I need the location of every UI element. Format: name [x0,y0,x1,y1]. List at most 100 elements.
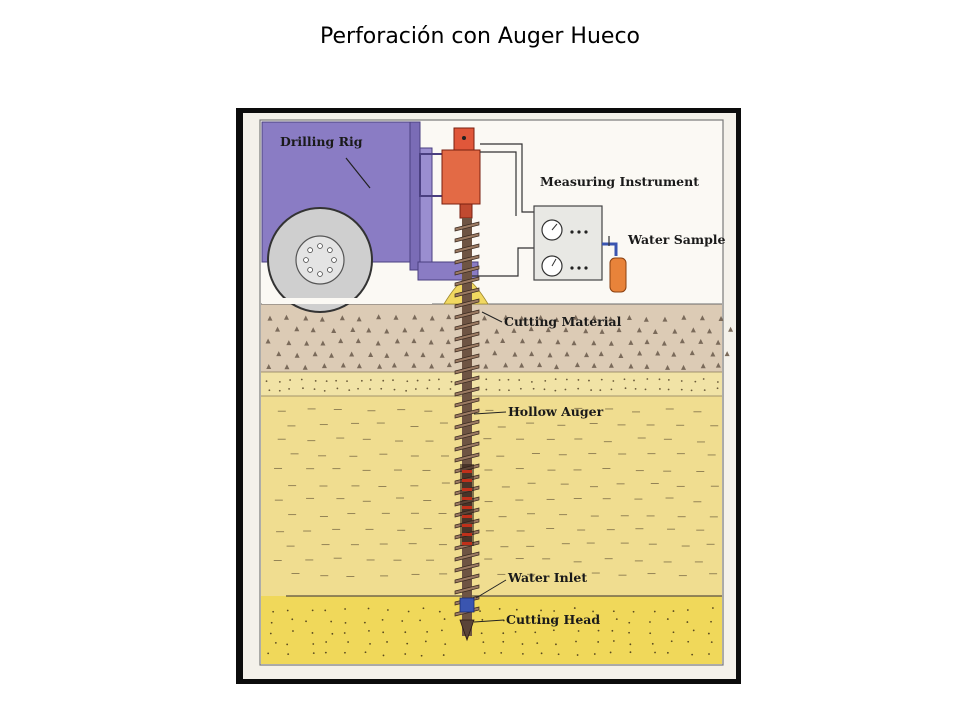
gravel-mark [439,326,445,332]
gravel-mark [573,314,579,320]
sand-dot [289,379,292,381]
gravel-mark [681,314,687,320]
sand-dot [335,379,338,382]
sand-dot [483,652,486,654]
gravel-mark [608,340,614,346]
drive-coupling [459,203,473,219]
sand-dot [600,378,603,381]
gravel-mark [377,363,383,369]
gravel-mark [643,316,649,322]
sand-dot [404,653,407,655]
gravel-mark [636,327,642,333]
sand-dot [686,621,689,623]
sand-dot [518,379,521,381]
sand-dot [312,652,315,655]
sand-dot [324,609,327,612]
sand-dot [534,631,537,634]
hose-lower [472,247,534,277]
sand-dot [347,641,349,643]
sand-dot [274,641,277,644]
cutting-head-label: Cutting Head [506,612,600,627]
gravel-mark [302,364,308,370]
gravel-mark [331,327,337,333]
sand-dot [649,621,651,623]
sand-dot [437,378,440,381]
sand-dot [422,607,425,610]
sand-dot [392,379,394,382]
auger-flight [454,584,480,595]
gravel-mark [519,338,525,344]
sand-dot [343,632,346,634]
gravel-mark [411,338,417,344]
sand-dot [658,388,661,390]
sand-dot [364,651,367,654]
gravel-mark [503,362,509,368]
gravel-mark [484,338,490,344]
sand-dot [311,609,314,612]
sand-dot [346,380,348,383]
auger-flight [454,353,480,364]
sand-dot [667,379,670,381]
wheel-ground-mask [262,298,432,304]
sand-dot [651,642,654,645]
auger-flight [454,573,480,584]
sand-dot [420,654,423,657]
measuring-instrument-label: Measuring Instrument [540,174,699,189]
sand-dot [553,610,556,612]
gravel-mark [446,314,452,320]
sand-dot [628,621,631,624]
gravel-mark [644,339,650,345]
gravel-mark [375,340,381,346]
sand-dot [426,387,429,390]
sand-layer [261,372,722,396]
sand-dot [519,387,522,390]
sand-dot [597,629,600,632]
gravel-mark [366,327,372,333]
drilling-rig-pointer [345,157,371,189]
gravel-mark [718,315,724,321]
sand-dot [707,632,710,635]
sand-dot [590,389,593,391]
wheel-hub [295,235,345,285]
auger-red-mark [462,479,472,482]
sand-dot [573,607,576,609]
gravel-mark [628,363,634,369]
sand-dot [386,609,389,611]
gravel-mark [304,340,310,346]
auger-shaft [462,218,472,636]
sand-dot [623,378,626,381]
gravel-mark [626,315,632,321]
auger-flight [454,342,480,353]
auger-red-mark [462,488,472,491]
sand-dot [577,387,580,390]
gravel-mark [679,338,685,344]
auger-flight [454,386,480,397]
sand-dot [300,378,303,381]
sand-dot [500,651,503,654]
gravel-mark [537,338,543,344]
sand-dot [382,631,385,634]
auger-flight [454,364,480,375]
sand-dot [666,618,669,620]
sand-dot [406,380,409,383]
auger-flight [454,254,480,265]
hose-upper-2 [480,151,517,216]
gravel-mark [574,362,580,368]
wheel-bolt [303,257,309,263]
sand-dot [426,630,429,633]
drilling-rig-label: Drilling Rig [280,134,363,149]
gravel-mark [583,328,589,334]
sand-dot [278,389,281,392]
sand-dot [428,379,431,382]
gravel-mark [284,364,290,370]
auger-flight [454,276,480,287]
gravel-mark [584,352,590,358]
sand-dot [482,641,485,643]
sand-dot [369,379,372,381]
gravel-mark [661,340,667,346]
gravel-mark [338,338,344,344]
gravel-mark [355,338,361,344]
sand-dot [269,632,272,635]
gravel-mark [303,315,309,321]
gravel-mark [616,327,622,333]
